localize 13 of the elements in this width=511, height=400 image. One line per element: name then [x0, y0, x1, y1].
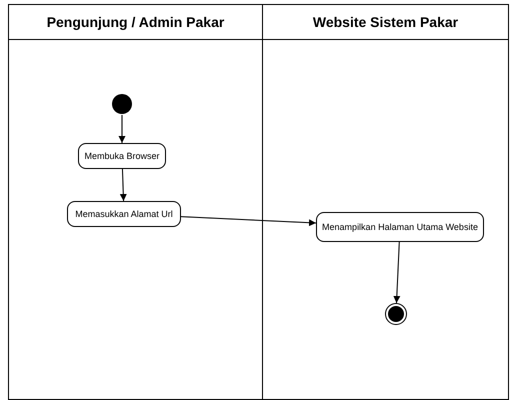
initial-node [112, 94, 132, 114]
arrow [120, 168, 127, 202]
arrow [180, 216, 316, 226]
arrow [393, 242, 400, 304]
activity-box: Membuka Browser [78, 143, 166, 169]
activity-box: Menampilkan Halaman Utama Website [316, 212, 484, 242]
activity-box: Memasukkan Alamat Url [67, 201, 181, 227]
swimlane [262, 4, 509, 400]
lane-heading: Pengunjung / Admin Pakar [9, 5, 262, 40]
final-node [386, 304, 406, 324]
swimlane [8, 4, 263, 400]
arrow [118, 114, 126, 144]
lane-heading: Website Sistem Pakar [263, 5, 508, 40]
